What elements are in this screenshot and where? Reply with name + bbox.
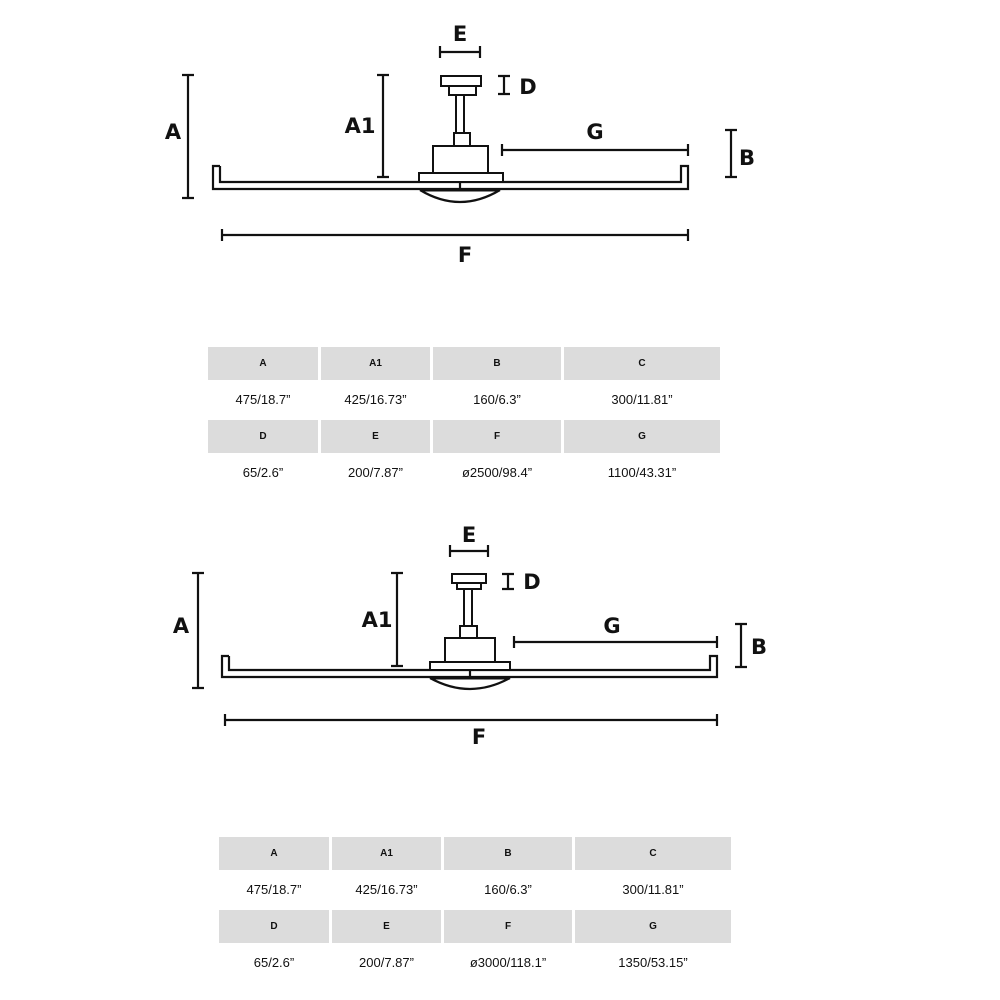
- table-value-cell: 300/11.81”: [622, 881, 684, 897]
- dimension-f: F: [223, 714, 719, 749]
- svg-text:F: F: [472, 725, 486, 749]
- table-header-cell: B: [433, 347, 561, 380]
- table-value-cell: 425/16.73”: [355, 881, 418, 897]
- svg-text:D: D: [523, 570, 540, 594]
- table-header-cell: E: [332, 910, 441, 943]
- table-value-cell: ø3000/118.1”: [469, 954, 547, 970]
- table-header-cell: C: [564, 347, 720, 380]
- dimension-a1: A1: [345, 73, 389, 179]
- dimension-d: D: [498, 74, 537, 99]
- table-header-cell: A: [208, 347, 318, 380]
- svg-text:A1: A1: [345, 114, 376, 138]
- table-value-cell: 475/18.7”: [246, 881, 302, 897]
- dimension-b: B: [725, 128, 755, 179]
- dimension-b: B: [735, 622, 767, 669]
- table-value-cell: 65/2.6”: [253, 954, 295, 970]
- table-value-cell: 425/16.73”: [344, 391, 407, 407]
- fan-diagram-large: A A1 E D G B F: [173, 523, 767, 749]
- dimension-g: G: [500, 120, 690, 156]
- fan-outline: [211, 75, 690, 204]
- table-value-cell: 200/7.87”: [359, 954, 414, 970]
- dimension-a1: A1: [362, 571, 403, 668]
- dimension-e: E: [438, 22, 482, 58]
- svg-text:A1: A1: [362, 608, 393, 632]
- svg-text:B: B: [739, 146, 755, 170]
- dimension-g: G: [512, 614, 719, 648]
- table-value-cell: 475/18.7”: [235, 391, 291, 407]
- table-header-cell: A1: [332, 837, 441, 870]
- table-header-cell: C: [575, 837, 731, 870]
- table-header-cell: F: [433, 420, 561, 453]
- table-value-cell: ø2500/98.4”: [461, 464, 533, 480]
- table-header-cell: D: [219, 910, 329, 943]
- dimension-a: A: [165, 73, 194, 200]
- table-value-cell: 160/6.3”: [473, 391, 521, 407]
- dimension-e: E: [448, 523, 490, 557]
- table-header-cell: A: [219, 837, 329, 870]
- svg-text:A: A: [165, 120, 182, 144]
- table-value-cell: 300/11.81”: [611, 391, 673, 407]
- table-header-cell: A1: [321, 347, 430, 380]
- table-value-cell: 65/2.6”: [242, 464, 284, 480]
- table-header-cell: B: [444, 837, 572, 870]
- table-value-cell: 200/7.87”: [348, 464, 403, 480]
- table-header-cell: D: [208, 420, 318, 453]
- svg-text:G: G: [603, 614, 620, 638]
- svg-text:E: E: [453, 22, 467, 46]
- svg-text:F: F: [458, 243, 472, 267]
- table-value-cell: 160/6.3”: [484, 881, 532, 897]
- table-value-cell: 1100/43.31”: [607, 464, 677, 480]
- dimension-a: A: [173, 571, 204, 690]
- svg-text:A: A: [173, 614, 190, 638]
- fan-outline: [220, 573, 719, 691]
- table-header-cell: G: [564, 420, 720, 453]
- dimension-d: D: [502, 570, 541, 594]
- table-value-cell: 1350/53.15”: [618, 954, 688, 970]
- svg-text:E: E: [462, 523, 476, 547]
- table-header-cell: F: [444, 910, 572, 943]
- dimension-f: F: [220, 229, 690, 267]
- table-header-cell: G: [575, 910, 731, 943]
- fan-diagram-small: A A1 E D G B F: [165, 22, 755, 267]
- svg-text:B: B: [751, 635, 767, 659]
- svg-text:G: G: [586, 120, 603, 144]
- svg-text:D: D: [519, 75, 536, 99]
- table-header-cell: E: [321, 420, 430, 453]
